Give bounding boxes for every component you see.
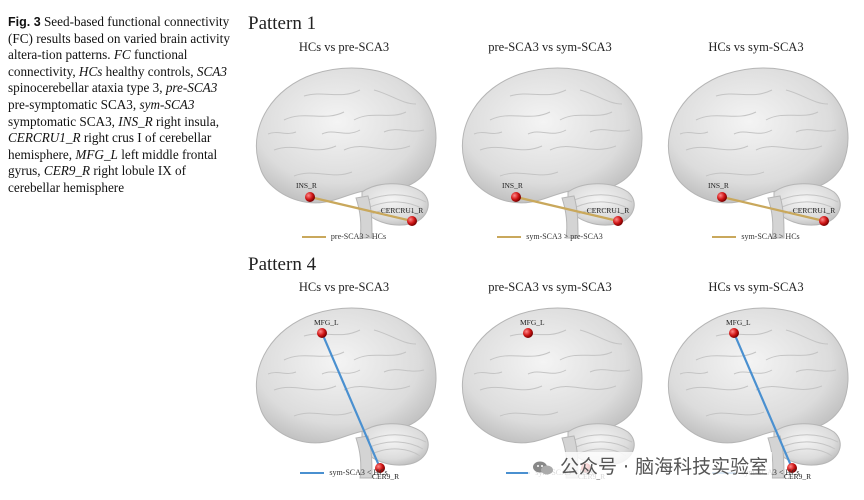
seed-node xyxy=(305,192,315,202)
legend-text: sym-SCA3 > HCs xyxy=(741,232,800,241)
brainstem-shape xyxy=(561,195,579,239)
cerebellum-shape xyxy=(361,183,429,226)
node-label: MFG_L xyxy=(314,318,339,327)
node-label: INS_R xyxy=(502,181,523,190)
wechat-icon xyxy=(533,461,553,474)
brain-render: INS_R CERCRU1_R xyxy=(667,67,849,239)
panel-title: HCs vs pre-SCA3 xyxy=(298,40,390,54)
node-label: CER9_R xyxy=(372,472,399,480)
caption-text: Seed-based functional connectivity (FC) … xyxy=(8,14,230,195)
seed-node xyxy=(511,192,521,202)
caption-term: HCs xyxy=(78,63,103,79)
caption-fragment: right crus I of cerebellar hemisphere, xyxy=(8,130,212,162)
caption-term: CER9_R xyxy=(43,163,91,179)
brain-render: MFG_L CER9_R xyxy=(667,307,849,480)
caption-term: CERCRU1_R xyxy=(8,130,81,146)
panel-title: HCs vs pre-SCA3 xyxy=(298,280,390,294)
legend-swatch xyxy=(497,236,522,239)
legend-swatch xyxy=(301,236,326,239)
caption-term: sym-SCA3 xyxy=(139,96,195,112)
brain-render: INS_R CERCRU1_R xyxy=(255,67,437,239)
panel-title: HCs vs sym-SCA3 xyxy=(708,280,804,294)
connectivity-edge xyxy=(309,195,413,223)
legend: sym-SCA3 < HCs xyxy=(244,468,444,477)
node-label: MFG_L xyxy=(726,318,751,327)
caption-term: SCA3 xyxy=(196,63,227,79)
pattern-1-title: Pattern 1 xyxy=(248,13,317,34)
legend-swatch xyxy=(506,472,531,475)
panel-title: HCs vs sym-SCA3 xyxy=(708,40,804,54)
caption-term: INS_R xyxy=(118,113,153,129)
seed-node xyxy=(717,192,727,202)
cerebrum-shape xyxy=(255,67,437,204)
brainstem-shape xyxy=(355,195,373,239)
seed-node xyxy=(317,328,327,338)
panel-title: pre-SCA3 vs sym-SCA3 xyxy=(488,280,612,294)
brain-panel: pre-SCA3 vs sym-SCA3MFG_LCER9_Rsym-SCA3 … xyxy=(450,280,650,500)
legend-swatch xyxy=(712,236,737,239)
caption-fragment: right lobule IX of cerebellar hemisphere xyxy=(8,163,187,195)
legend: pre-SCA3 > HCs xyxy=(244,232,444,241)
caption-term: FC xyxy=(113,47,131,63)
seed-node xyxy=(407,216,417,226)
brain-render: INS_R CERCRU1_R xyxy=(461,67,643,239)
caption-term: MFG_L xyxy=(75,146,118,162)
connectivity-edge xyxy=(320,332,382,469)
cerebrum-shape xyxy=(255,307,437,444)
seed-node xyxy=(787,463,797,473)
node-label: INS_R xyxy=(296,181,317,190)
figure-caption: Fig. 3 Seed-based functional connectivit… xyxy=(8,14,240,197)
seed-node xyxy=(819,216,829,226)
panel-title: pre-SCA3 vs sym-SCA3 xyxy=(488,40,612,54)
seed-node xyxy=(613,216,623,226)
legend: sym-SCA3 > HCs xyxy=(656,232,856,241)
caption-fragment: pre-symptomatic SCA3, xyxy=(8,96,140,112)
caption-fragment: functional connectivity, xyxy=(8,47,188,79)
pattern-4-title: Pattern 4 xyxy=(248,254,317,275)
cerebrum-shape xyxy=(461,307,643,444)
node-label: MFG_L xyxy=(520,318,545,327)
caption-term: pre-SCA3 xyxy=(165,80,218,96)
legend-text: sym-SCA3 > pre-SCA3 xyxy=(526,232,603,241)
legend-text: pre-SCA3 > HCs xyxy=(330,232,387,241)
legend: sym-SCA3 > pre-SCA3 xyxy=(450,232,650,241)
figure-label: Fig. 3 xyxy=(8,15,41,29)
caption-fragment: right insula, xyxy=(152,113,220,129)
watermark: 公众号 · 脑海科技实验室 xyxy=(528,452,773,479)
connectivity-edge xyxy=(732,332,794,469)
seed-node xyxy=(729,328,739,338)
node-label: CERCRU1_R xyxy=(587,206,630,215)
legend-text: sym-SCA3 < HCs xyxy=(329,468,388,477)
cerebrum-shape xyxy=(667,307,849,444)
node-label: INS_R xyxy=(708,181,729,190)
node-label: CERCRU1_R xyxy=(793,206,836,215)
node-label: CER9_R xyxy=(784,472,811,480)
brain-render: MFG_L CER9_R xyxy=(255,307,437,480)
brainstem-shape xyxy=(767,195,785,239)
caption-fragment: left middle frontal gyrus, xyxy=(8,146,218,179)
node-label: CERCRU1_R xyxy=(381,206,424,215)
seed-node xyxy=(523,328,533,338)
cerebrum-shape xyxy=(667,67,849,204)
cerebrum-shape xyxy=(461,67,643,204)
watermark-text: 公众号 · 脑海科技实验室 xyxy=(560,456,769,478)
connectivity-edge xyxy=(721,195,825,223)
connectivity-edge xyxy=(515,195,619,223)
caption-fragment: spinocerebellar ataxia type 3, xyxy=(8,80,166,96)
legend-swatch xyxy=(300,472,325,475)
cerebellum-shape xyxy=(567,183,635,226)
cerebellum-shape xyxy=(773,183,841,226)
seed-node xyxy=(375,463,385,473)
caption-fragment: healthy controls, xyxy=(102,63,197,79)
caption-fragment: symptomatic SCA3, xyxy=(8,113,119,129)
caption-fragment: Seed-based functional connectivity (FC) … xyxy=(8,14,230,63)
